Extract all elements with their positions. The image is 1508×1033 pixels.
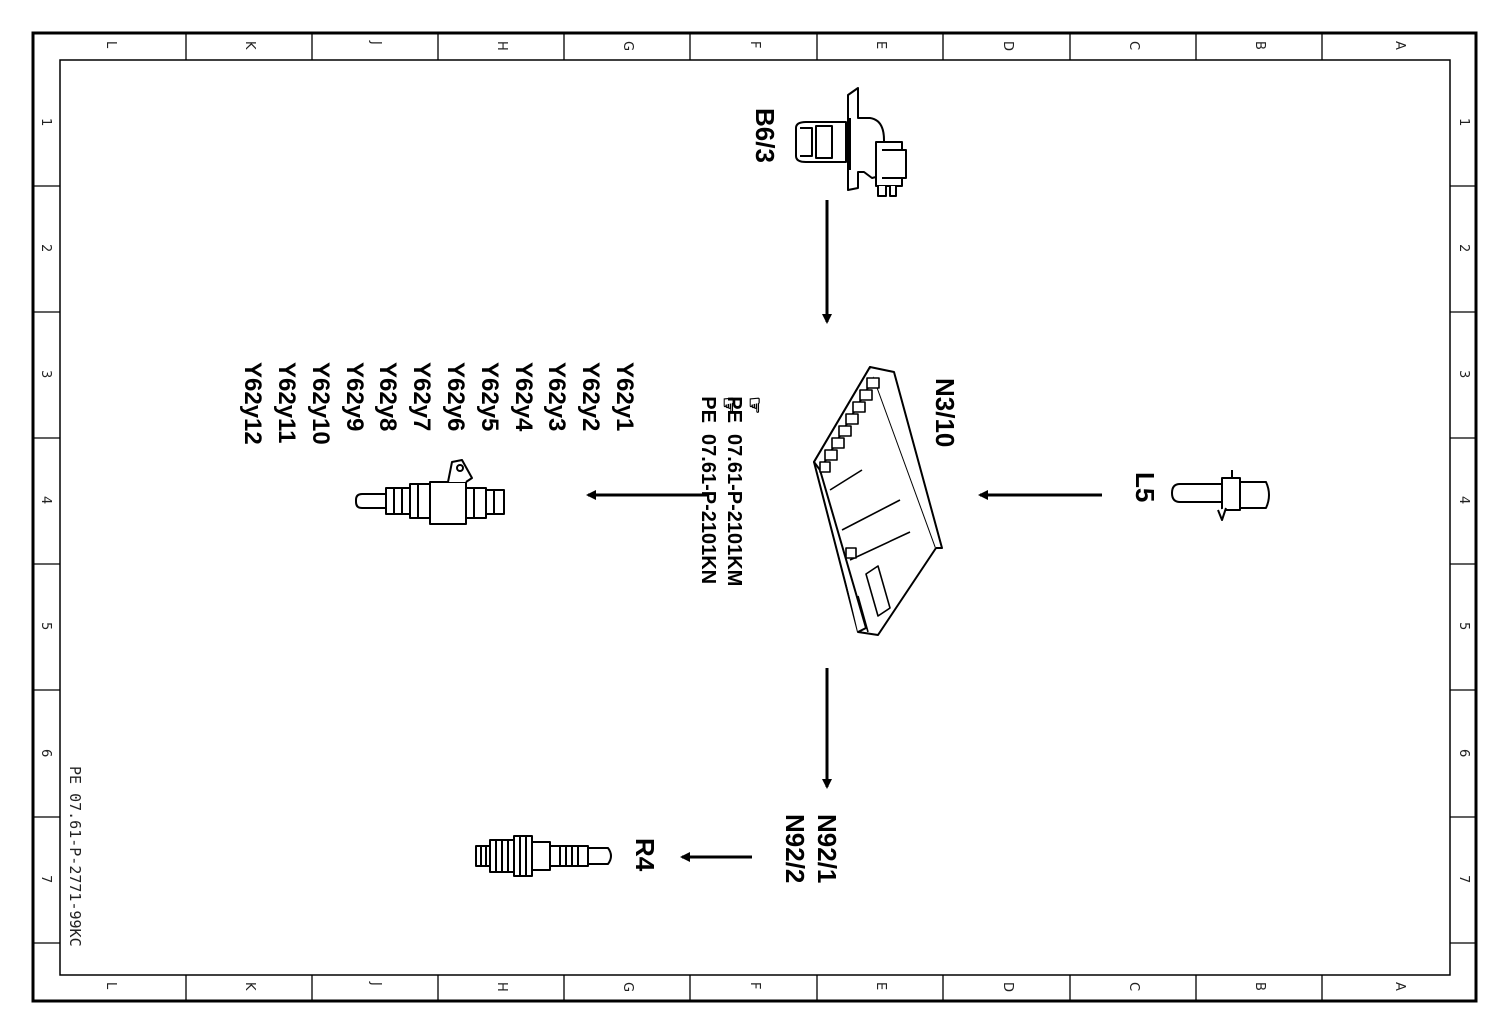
grid-letter: A — [1392, 982, 1407, 991]
grid-number: 7 — [38, 875, 53, 884]
y62-label: Y62y2 — [577, 362, 605, 432]
y62-label: Y62y12 — [239, 362, 267, 445]
b6-3-label: B6/3 — [750, 108, 780, 163]
grid-letter: H — [494, 982, 509, 992]
grid-number: 5 — [1456, 622, 1471, 631]
camshaft-sensor-icon — [795, 87, 907, 197]
hand-pointer-icon: ☞ — [717, 396, 739, 415]
grid-letter: J — [368, 982, 383, 986]
grid-letter: L — [102, 982, 118, 990]
grid-number: 4 — [1456, 496, 1471, 505]
y62-label: Y62y1 — [611, 362, 638, 432]
y62-label: Y62y4 — [509, 362, 537, 432]
grid-letter: E — [873, 41, 888, 50]
grid-number: 7 — [1456, 875, 1471, 884]
y62-label: Y62y11 — [273, 362, 300, 444]
grid-number: 1 — [1456, 118, 1471, 127]
doc-reference: PE 07.61-P-2771-99KC — [66, 766, 84, 947]
ref-2-text: PE 07.61-P-2101KN — [697, 396, 719, 585]
grid-letter: C — [1126, 982, 1141, 992]
grid-number: 1 — [38, 118, 53, 127]
grid-letter: D — [999, 41, 1015, 52]
spark-plug-icon — [475, 835, 612, 877]
y62-label: Y62y7 — [408, 362, 436, 432]
grid-letter: A — [1392, 41, 1407, 50]
y62-label: Y62y3 — [543, 362, 571, 432]
grid-letter: G — [620, 982, 635, 993]
n92-1-label: N92/1 — [812, 814, 842, 884]
y62-label: Y62y10 — [306, 362, 334, 445]
grid-number: 5 — [38, 622, 53, 631]
grid-letter: F — [746, 982, 762, 990]
signal-arrows — [586, 200, 1102, 862]
grid-letter: K — [242, 41, 257, 50]
grid-number: 3 — [1456, 370, 1471, 379]
grid-letter: J — [368, 41, 383, 45]
grid-number: 6 — [38, 748, 53, 757]
grid-letter: B — [1252, 982, 1267, 991]
control-unit-icon — [813, 366, 943, 636]
y62-label: Y62y6 — [442, 362, 469, 432]
grid-letter: B — [1252, 41, 1267, 50]
grid-letter: G — [620, 41, 635, 52]
grid-letter: H — [494, 41, 509, 51]
grid-number: 2 — [38, 244, 53, 253]
grid-number: 4 — [38, 496, 53, 505]
grid-letter: L — [102, 41, 118, 49]
l5-label: L5 — [1130, 472, 1160, 503]
grid-number: 6 — [1456, 748, 1471, 757]
n3-10-ref-2[interactable]: ☞ PE 07.61-P-2101KN — [678, 374, 758, 584]
grid-letter: D — [999, 982, 1015, 993]
drawing-frame — [31, 31, 1478, 1003]
fuel-injector-icon — [355, 459, 505, 525]
grid-letter: F — [746, 41, 762, 49]
y62-label: Y62y5 — [475, 362, 503, 432]
r4-label: R4 — [630, 838, 660, 872]
grid-letter: K — [242, 982, 257, 991]
y62-label: Y62y9 — [340, 362, 368, 432]
grid-letter: E — [873, 982, 888, 991]
n3-10-label: N3/10 — [930, 378, 960, 448]
grid-letter: C — [1126, 41, 1141, 51]
grid-number: 2 — [1456, 244, 1471, 253]
y62-label: Y62y8 — [374, 362, 402, 432]
crankshaft-sensor-icon — [1171, 470, 1270, 521]
grid-number: 3 — [38, 370, 53, 379]
n92-2-label: N92/2 — [780, 814, 810, 884]
